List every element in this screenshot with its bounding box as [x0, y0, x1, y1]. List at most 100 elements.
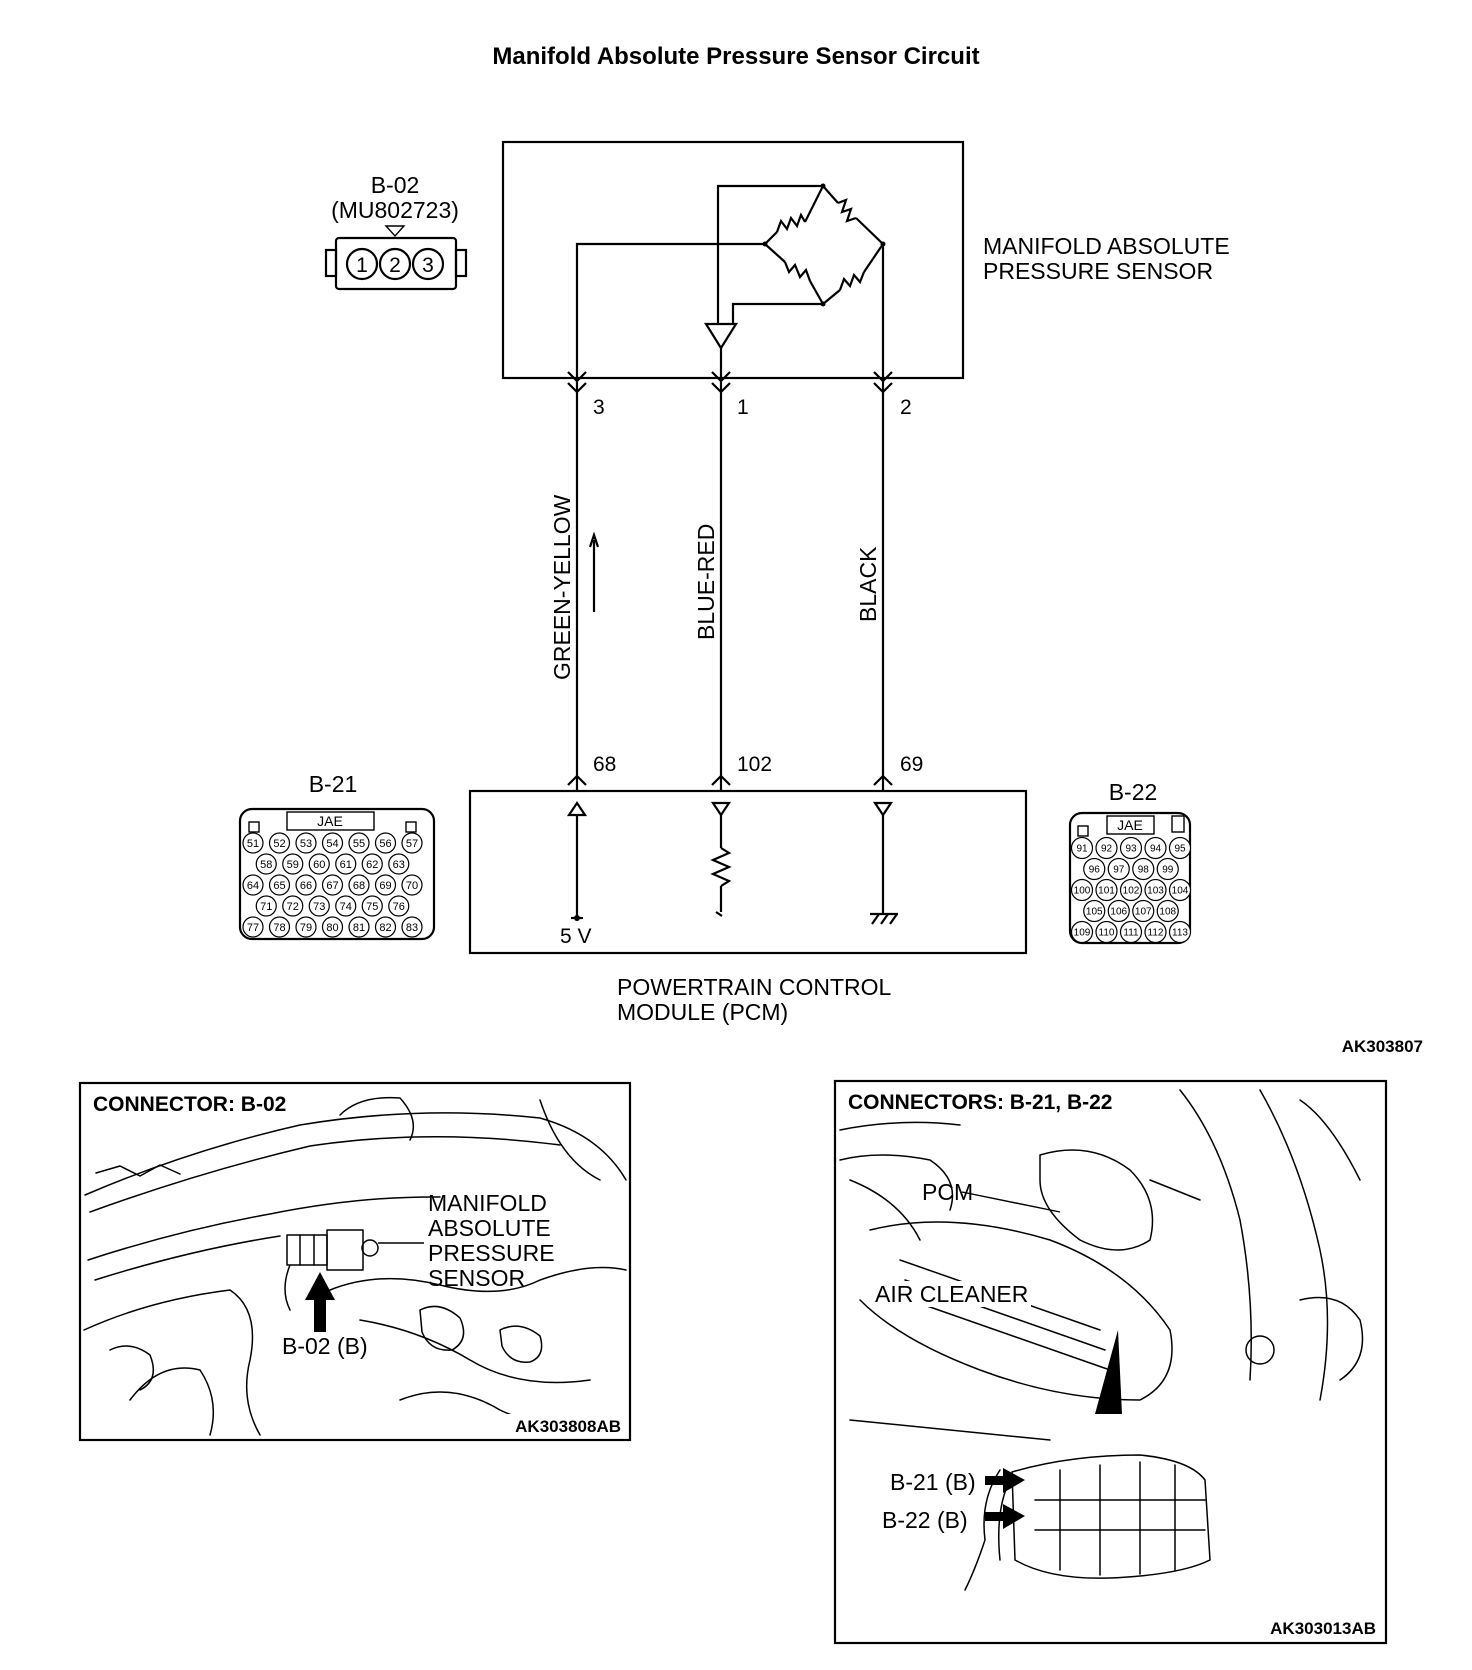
b02-pin-3: 3: [422, 254, 434, 277]
b22-pin-circle: [1095, 878, 1118, 902]
b21-pin-circle: [295, 916, 317, 938]
b22-pin-number: 103: [1147, 886, 1164, 897]
b22-pin-number: 97: [1113, 865, 1125, 876]
b21-arrow-label: B-21 (B): [890, 1469, 976, 1495]
b21-pin-circle: [374, 832, 397, 854]
b21-pin-circle: [242, 916, 264, 938]
b21-pin-number: 51: [247, 838, 259, 850]
b21-pin-circle: [295, 874, 317, 896]
b21-pin-circle: [401, 916, 423, 938]
engine-bay-sketch-pcm: [839, 1089, 1364, 1441]
b21-pin-number: 83: [406, 922, 418, 934]
b22-pin-circle: [1083, 857, 1106, 881]
b02-callout-line2: ABSOLUTE: [428, 1215, 551, 1241]
b21-pin-circle: [335, 895, 357, 917]
b22-pin-circle: [1144, 878, 1167, 902]
b21-pin-number: 74: [340, 901, 352, 913]
b21-pin-number: 58: [260, 859, 272, 871]
b21-pin-circle: [335, 853, 357, 875]
b21-pin-circle: [361, 853, 383, 875]
b02-callout-line4: SENSOR: [428, 1265, 525, 1291]
b02-panel-code: AK303808AB: [515, 1417, 621, 1436]
b21-pin-circle: [295, 832, 317, 854]
b21-pin-number: 54: [326, 838, 338, 850]
b21-pin-number: 80: [326, 922, 338, 934]
b21-pin-circle: [255, 895, 277, 917]
b22-pin-circle: [1119, 920, 1143, 944]
b21-pin-circle: [242, 832, 264, 854]
b21-pin-number: 53: [300, 838, 312, 850]
b22-pointer-arrow: [985, 1504, 1025, 1529]
b22-pin-circle: [1095, 836, 1118, 860]
b21-pin-circle: [268, 832, 291, 854]
sensor-connector-marks: [567, 371, 893, 394]
b21-pin-number: 57: [406, 838, 418, 850]
b21-pin-circle: [348, 832, 370, 854]
b21-pin-circle: [401, 874, 423, 896]
b02-connector-id: B-02: [371, 172, 420, 198]
b22-pin-circle: [1070, 920, 1094, 944]
sensor-box: [501, 140, 965, 380]
pcm-ground-symbol: [870, 801, 898, 925]
b02-connector-face: [324, 225, 468, 291]
b21-pin-number: 77: [247, 922, 259, 934]
b21-pin-circle: [374, 874, 397, 896]
b21-pin-number: 76: [393, 901, 405, 913]
pcm-name-line2: MODULE (PCM): [617, 999, 788, 1025]
b21-pin-circle: [388, 853, 410, 875]
sensor-pin-2: 2: [900, 396, 912, 419]
b21-pin-circle: [282, 853, 304, 875]
b21-pin-number: 56: [379, 838, 391, 850]
sensor-output-triangle: [704, 322, 738, 351]
b21-connector-face: [238, 807, 436, 941]
b21-pin-circle: [361, 895, 383, 917]
b21-pin-number: 68: [353, 880, 365, 892]
b21-pin-number: 52: [273, 838, 285, 850]
b21-pin-circle: [255, 853, 277, 875]
pin1-internal-wire: [716, 184, 823, 324]
b21-pin-number: 67: [326, 880, 338, 892]
b22-pin-circle: [1083, 899, 1106, 923]
b21-pin-number: 65: [273, 880, 285, 892]
b02-panel-header: CONNECTOR: B-02: [93, 1093, 286, 1116]
pcm-5v-supply-symbol: [566, 801, 588, 921]
b22-pin-circle: [1156, 857, 1179, 881]
sensor-name-line1: MANIFOLD ABSOLUTE: [983, 233, 1230, 259]
b02-pin-2: 2: [389, 254, 401, 277]
b22-pin-number: 99: [1162, 865, 1174, 876]
b21-pin-number: 55: [353, 838, 365, 850]
b21-pin-circle: [308, 895, 330, 917]
b22-pin-number: 107: [1135, 907, 1152, 918]
wire-color-green-yellow: GREEN-YELLOW: [549, 494, 575, 680]
b21-pin-number: 62: [366, 859, 378, 871]
b21-pin-circle: [268, 874, 291, 896]
b21-pin-number: 73: [313, 901, 325, 913]
b22-pin-circle: [1132, 899, 1155, 923]
b21-pin-circle: [388, 895, 410, 917]
b21-pin-circle: [242, 874, 264, 896]
b21-pin-circle: [374, 916, 397, 938]
b22-pin-number: 106: [1110, 907, 1127, 918]
b22-pin-number: 104: [1172, 886, 1189, 897]
b21-b22-panel-code: AK303013AB: [1270, 1619, 1376, 1638]
sensor-pin-3: 3: [593, 396, 605, 419]
pcm-location-pointer: [1095, 1330, 1122, 1414]
current-direction-arrow: [588, 531, 600, 612]
b21-pin-number: 82: [379, 922, 391, 934]
b21-pin-number: 60: [313, 859, 325, 871]
b21-pin-number: 81: [353, 922, 365, 934]
b22-pin-number: 105: [1086, 907, 1103, 918]
b22-pin-number: 96: [1089, 865, 1101, 876]
b22-pin-number: 101: [1098, 886, 1115, 897]
b02-pointer-arrow: [305, 1272, 335, 1332]
wire-color-blue-red: BLUE-RED: [693, 524, 719, 640]
b21-pin-circle: [348, 916, 370, 938]
b22-pin-circle: [1119, 836, 1143, 860]
pcm-connector-marks: [567, 774, 893, 786]
engine-bay-sketch-b02: [83, 1096, 627, 1436]
pcm-callout-leader: [961, 1191, 1061, 1213]
b22-pin-number: 93: [1125, 844, 1137, 855]
pcm-box: [468, 789, 1028, 955]
b21-pin-circle: [321, 874, 344, 896]
b21-pointer-arrow: [985, 1468, 1025, 1493]
